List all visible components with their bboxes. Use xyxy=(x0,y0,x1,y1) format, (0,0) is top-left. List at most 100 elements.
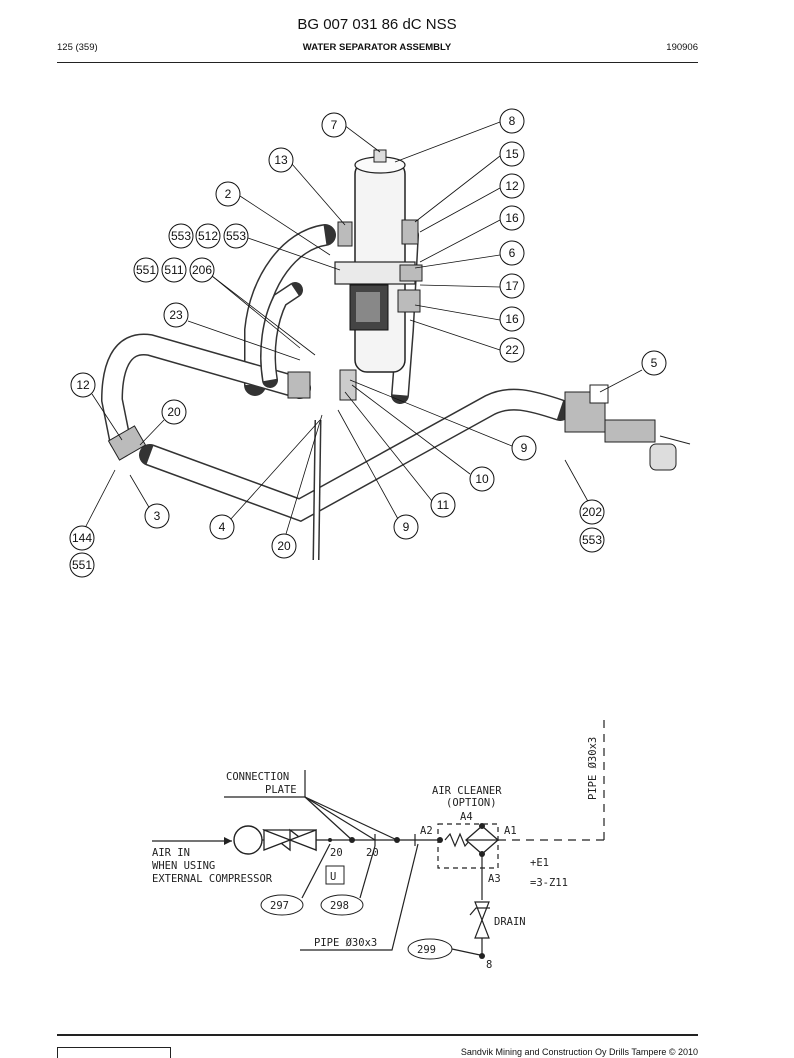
svg-text:8: 8 xyxy=(509,114,516,128)
callout-16: 16 xyxy=(499,205,525,231)
svg-text:17: 17 xyxy=(505,279,519,293)
svg-text:299: 299 xyxy=(417,944,436,956)
svg-text:3: 3 xyxy=(154,509,161,523)
air-cleaner-box xyxy=(437,823,499,869)
svg-text:144: 144 xyxy=(72,531,92,545)
svg-text:U: U xyxy=(330,871,336,883)
svg-text:297: 297 xyxy=(270,900,289,912)
svg-text:206: 206 xyxy=(192,263,212,277)
callout-20b: 20 xyxy=(271,533,297,559)
fittings xyxy=(107,219,691,471)
svg-text:298: 298 xyxy=(330,900,349,912)
svg-text:PLATE: PLATE xyxy=(265,784,297,796)
callout-553b: 553 xyxy=(223,223,249,249)
assembly-drawing: 7 8 13 15 2 12 16 553 512 553 6 551 511 … xyxy=(69,108,691,578)
callout-17: 17 xyxy=(499,273,525,299)
svg-text:A1: A1 xyxy=(504,825,517,837)
callout-12: 12 xyxy=(499,173,525,199)
svg-text:WHEN USING: WHEN USING xyxy=(152,860,215,872)
svg-text:A3: A3 xyxy=(488,873,501,885)
callout-22: 22 xyxy=(499,337,525,363)
svg-text:AIR CLEANER: AIR CLEANER xyxy=(432,785,502,797)
callout-2: 2 xyxy=(215,181,241,207)
svg-text:15: 15 xyxy=(505,147,519,161)
callout-551: 551 xyxy=(133,257,159,283)
svg-text:511: 511 xyxy=(164,263,183,277)
svg-text:553: 553 xyxy=(171,229,191,243)
callout-144: 144 xyxy=(69,525,95,551)
callout-4: 4 xyxy=(209,514,235,540)
callout-6: 6 xyxy=(499,240,525,266)
drain-valve-symbol xyxy=(474,901,490,922)
callout-9b: 9 xyxy=(393,514,419,540)
callout-15: 15 xyxy=(499,141,525,167)
connection-plate-label: CONNECTION PLATE xyxy=(224,770,398,841)
callout-553c: 553 xyxy=(579,527,605,553)
callout-7: 7 xyxy=(321,112,347,138)
svg-text:5: 5 xyxy=(651,356,658,370)
svg-text:12: 12 xyxy=(76,378,90,392)
callout-9: 9 xyxy=(511,435,537,461)
svg-text:DRAIN: DRAIN xyxy=(494,916,526,928)
callout-16b: 16 xyxy=(499,306,525,332)
svg-text:22: 22 xyxy=(505,343,519,357)
svg-text:11: 11 xyxy=(437,498,450,512)
callout-13: 13 xyxy=(268,147,294,173)
svg-text:CONNECTION: CONNECTION xyxy=(226,771,289,783)
svg-text:9: 9 xyxy=(521,441,528,455)
compressor-symbol xyxy=(233,825,263,855)
svg-text:+E1: +E1 xyxy=(530,857,549,869)
svg-text:23: 23 xyxy=(169,308,183,322)
footer-rule xyxy=(57,1034,698,1036)
svg-text:AIR IN: AIR IN xyxy=(152,847,190,859)
callout-511: 511 xyxy=(161,257,187,283)
callout-20: 20 xyxy=(161,399,187,425)
callout-206: 206 xyxy=(189,257,215,283)
svg-text:20: 20 xyxy=(330,847,343,859)
svg-text:PIPE Ø30x3: PIPE Ø30x3 xyxy=(587,737,599,800)
svg-text:20: 20 xyxy=(277,539,291,553)
svg-text:16: 16 xyxy=(505,211,519,225)
svg-text:=3-Z11: =3-Z11 xyxy=(530,877,568,889)
svg-text:9: 9 xyxy=(403,520,410,534)
page-ref: 125 (359) xyxy=(57,42,98,53)
callout-11: 11 xyxy=(430,492,456,518)
svg-text:4: 4 xyxy=(219,520,226,534)
svg-text:8: 8 xyxy=(486,959,492,971)
svg-text:7: 7 xyxy=(331,118,338,132)
svg-text:551: 551 xyxy=(72,558,92,572)
callout-8: 8 xyxy=(499,108,525,134)
svg-text:20: 20 xyxy=(167,405,181,419)
section-title: WATER SEPARATOR ASSEMBLY xyxy=(302,42,452,53)
svg-text:551: 551 xyxy=(136,263,156,277)
callout-5: 5 xyxy=(641,350,667,376)
svg-text:202: 202 xyxy=(582,505,602,519)
svg-text:A4: A4 xyxy=(460,811,473,823)
svg-text:20: 20 xyxy=(366,847,379,859)
leader-lines xyxy=(84,121,643,535)
footer-text: Sandvik Mining and Construction Oy Drill… xyxy=(460,1047,698,1057)
callout-12b: 12 xyxy=(70,372,96,398)
callout-553: 553 xyxy=(168,223,194,249)
svg-text:10: 10 xyxy=(475,472,489,486)
separator-cylinder xyxy=(312,149,416,561)
header-rule xyxy=(57,62,698,63)
callout-551b: 551 xyxy=(69,552,95,578)
callouts: 7 8 13 15 2 12 16 553 512 553 6 551 511 … xyxy=(69,108,667,578)
svg-text:A2: A2 xyxy=(420,825,433,837)
svg-text:553: 553 xyxy=(226,229,246,243)
callout-512: 512 xyxy=(195,223,221,249)
svg-text:16: 16 xyxy=(505,312,519,326)
doc-title: BG 007 031 86 dC NSS xyxy=(297,16,457,33)
svg-text:12: 12 xyxy=(505,179,519,193)
callout-23: 23 xyxy=(163,302,189,328)
svg-text:6: 6 xyxy=(509,246,516,260)
callout-3: 3 xyxy=(144,503,170,529)
svg-text:PIPE Ø30x3: PIPE Ø30x3 xyxy=(314,937,377,949)
date-code: 190906 xyxy=(666,42,698,53)
air-in-label: AIR IN WHEN USING EXTERNAL COMPRESSOR xyxy=(152,847,273,885)
svg-text:(OPTION): (OPTION) xyxy=(446,797,497,809)
svg-text:EXTERNAL COMPRESSOR: EXTERNAL COMPRESSOR xyxy=(152,873,273,885)
svg-text:512: 512 xyxy=(198,229,218,243)
